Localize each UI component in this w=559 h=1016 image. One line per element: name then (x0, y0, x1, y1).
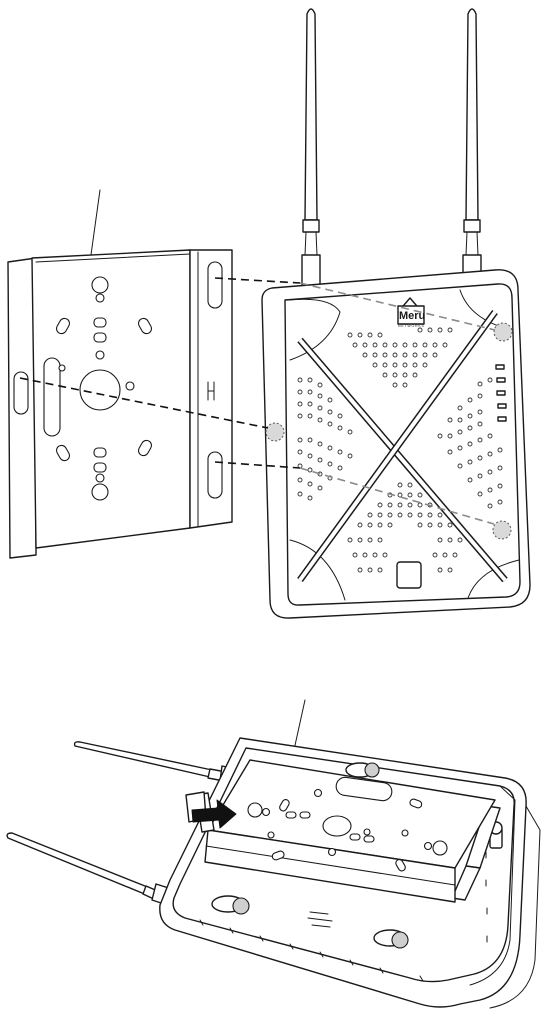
back-stud-top (346, 763, 379, 777)
antenna-left (302, 9, 320, 287)
installed-center-hole (323, 816, 351, 836)
top-panel: Meru NETWORKS (8, 9, 530, 618)
antenna-right (463, 9, 481, 280)
mounting-stud-left (266, 423, 284, 441)
flange-slot-bottom (208, 452, 222, 498)
mounting-stud-top-right (494, 323, 512, 341)
antenna-lower-horizontal (7, 833, 175, 906)
center-hole (80, 370, 120, 410)
antenna-upper-horizontal (75, 742, 240, 785)
flange-slot-top (208, 262, 222, 308)
left-slot (44, 358, 60, 436)
bottom-panel (7, 700, 540, 1008)
logo-subtext: NETWORKS (398, 324, 425, 328)
access-point-front: Meru NETWORKS (262, 9, 530, 618)
status-led-window (397, 562, 421, 588)
mounting-stud-bottom-right (493, 521, 511, 539)
mounting-bracket (8, 250, 232, 558)
bracket-callout-line (90, 190, 100, 262)
